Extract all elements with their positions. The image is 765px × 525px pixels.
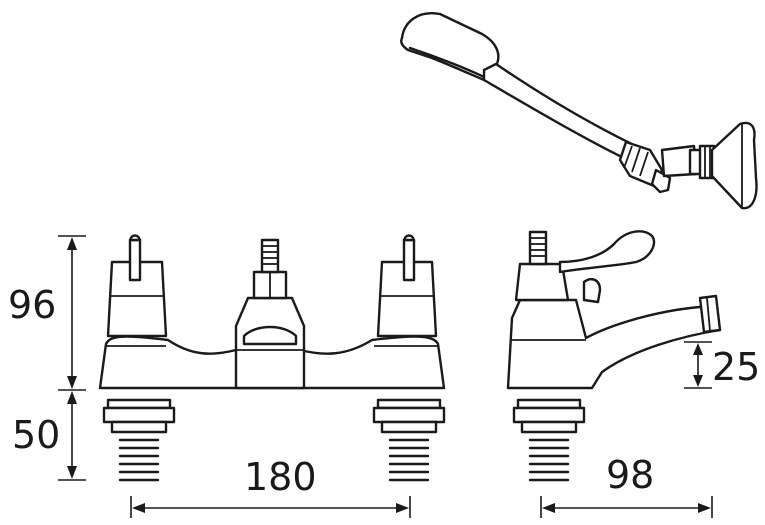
handset-head-face xyxy=(408,46,488,80)
dim-spout-clearance-line xyxy=(684,341,712,389)
handset-holder xyxy=(618,140,672,194)
dim-height-lower-line xyxy=(58,391,86,481)
tap-side-elevation xyxy=(506,230,722,482)
dim-width-label: 180 xyxy=(244,455,317,499)
dim-height-upper-label: 96 xyxy=(8,283,56,327)
dim-height-lower-label: 50 xyxy=(12,413,60,457)
left-valve-head xyxy=(106,234,168,338)
right-valve-head xyxy=(376,234,438,338)
dim-height-upper-line xyxy=(58,235,86,391)
side-tail xyxy=(512,398,586,482)
dim-depth-label: 98 xyxy=(606,453,654,497)
dim-width-line xyxy=(130,496,411,518)
left-tail xyxy=(102,398,176,482)
right-tail xyxy=(372,398,446,482)
dim-spout-clearance-label: 25 xyxy=(712,345,760,389)
side-body xyxy=(506,298,722,390)
side-spout-outlet xyxy=(698,294,722,334)
dim-depth-line xyxy=(540,496,713,518)
central-spout xyxy=(234,238,306,390)
dimension-lines xyxy=(58,235,713,518)
wall-bracket-plate xyxy=(710,121,758,210)
side-valve-head xyxy=(514,262,570,302)
wall-bracket-arm xyxy=(660,144,716,180)
tap-front-elevation xyxy=(98,234,446,482)
handset-handle xyxy=(482,62,642,164)
side-lever-handle xyxy=(558,230,656,274)
side-shower-outlet xyxy=(528,230,548,266)
shower-handset-and-bracket xyxy=(400,12,758,210)
